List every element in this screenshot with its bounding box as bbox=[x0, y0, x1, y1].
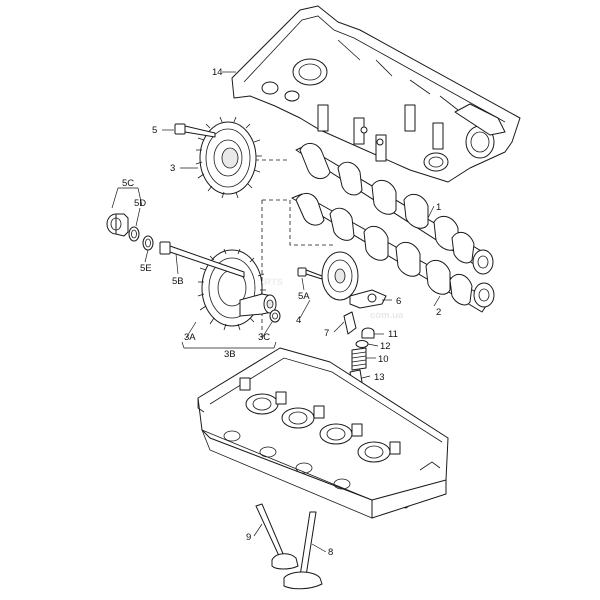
callout-11: 11 bbox=[388, 329, 398, 340]
valve-cotter-7[interactable] bbox=[343, 311, 357, 335]
callout-1: 1 bbox=[436, 202, 441, 213]
valve-9[interactable] bbox=[255, 503, 299, 570]
callout-3b: 3B bbox=[224, 349, 236, 360]
valve-8[interactable] bbox=[283, 511, 323, 590]
callout-3: 3 bbox=[170, 163, 175, 174]
callout-7: 7 bbox=[324, 328, 329, 339]
camshaft-2[interactable] bbox=[291, 193, 495, 313]
callout-10: 10 bbox=[378, 354, 389, 365]
hydraulic-lifter-11[interactable] bbox=[361, 327, 375, 339]
plug-5c[interactable] bbox=[106, 213, 129, 237]
callout-6: 6 bbox=[396, 296, 401, 307]
cylinder-head[interactable] bbox=[197, 347, 449, 519]
valve-spring-10[interactable] bbox=[351, 347, 367, 371]
seal-5d[interactable] bbox=[128, 226, 140, 242]
callout-5: 5 bbox=[152, 125, 157, 136]
camshaft-sprocket-3[interactable] bbox=[195, 116, 262, 199]
callout-5a: 5A bbox=[298, 291, 310, 302]
camshaft-adjuster-3b[interactable] bbox=[239, 293, 277, 317]
callout-5d: 5D bbox=[134, 198, 146, 209]
callout-12: 12 bbox=[380, 341, 391, 352]
camshaft-1[interactable] bbox=[295, 143, 494, 275]
bolt-5a[interactable] bbox=[297, 267, 323, 280]
leader-lines bbox=[111, 71, 441, 553]
callout-13: 13 bbox=[374, 372, 385, 383]
camshaft-housing[interactable] bbox=[231, 5, 521, 183]
callout-3a: 3A bbox=[184, 332, 196, 343]
camshaft-sprocket-4[interactable] bbox=[321, 251, 359, 301]
washer-5e[interactable] bbox=[142, 235, 154, 251]
seal-ring-3c[interactable] bbox=[269, 309, 281, 323]
callout-14: 14 bbox=[212, 67, 223, 78]
callout-3c: 3C bbox=[258, 332, 270, 343]
watermark-domain: com.ua bbox=[370, 310, 404, 321]
callout-9: 9 bbox=[246, 532, 251, 543]
callout-5b: 5B bbox=[172, 276, 184, 287]
bolt-5b[interactable] bbox=[159, 241, 245, 278]
callout-4: 4 bbox=[296, 315, 301, 326]
callout-2: 2 bbox=[436, 307, 441, 318]
roller-rocker-6[interactable] bbox=[349, 289, 387, 309]
callout-labels: 14 5 3 1 2 5C 5D 5E 5B 5A 4 6 7 11 12 10… bbox=[122, 67, 441, 558]
spring-cap-12[interactable] bbox=[355, 340, 369, 348]
bolt-5[interactable] bbox=[174, 123, 216, 138]
callout-8: 8 bbox=[328, 547, 333, 558]
callout-5e: 5E bbox=[140, 263, 152, 274]
callout-5c: 5C bbox=[122, 178, 134, 189]
